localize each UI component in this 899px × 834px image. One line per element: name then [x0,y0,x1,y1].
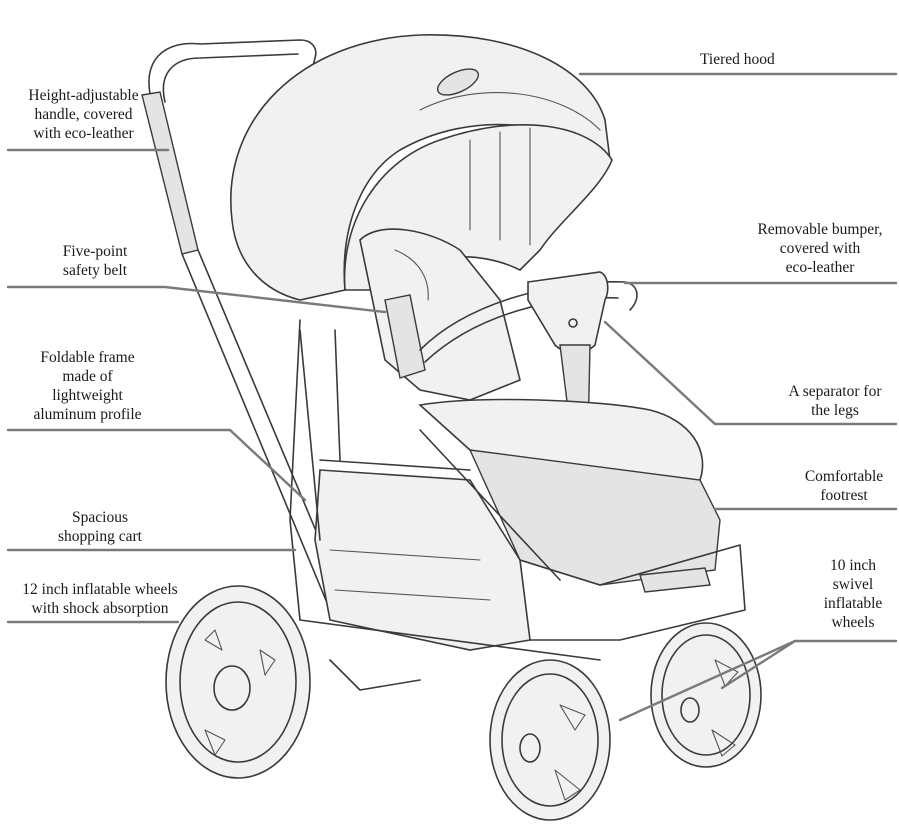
label-line: the legs [770,401,899,420]
label-line: covered with [740,239,899,258]
label-line: 12 inch inflatable wheels [5,580,195,599]
label-bumper: Removable bumper, covered with eco-leath… [740,220,899,277]
label-line: with eco-leather [6,124,161,143]
label-line: footrest [790,486,898,505]
label-line: shopping cart [35,527,165,546]
label-line: safety belt [40,261,150,280]
label-line: handle, covered [6,105,161,124]
label-line: Five-point [40,242,150,261]
label-line: A separator for [770,382,899,401]
label-front-wheels: 10 inch swivel inflatable wheels [808,556,898,632]
label-line: aluminum profile [15,405,160,424]
label-line: Removable bumper, [740,220,899,239]
label-rear-wheels: 12 inch inflatable wheels with shock abs… [5,580,195,618]
label-line: made of [15,367,160,386]
label-line: Foldable frame [15,348,160,367]
label-line: lightweight [15,386,160,405]
label-line: Comfortable [790,467,898,486]
label-handle: Height-adjustable handle, covered with e… [6,86,161,143]
label-leg-separator: A separator for the legs [770,382,899,420]
label-line: eco-leather [740,258,899,277]
label-line: 10 inch [808,556,898,575]
label-line: wheels [808,613,898,632]
label-frame: Foldable frame made of lightweight alumi… [15,348,160,424]
front-wheel-right [651,623,761,767]
label-line: inflatable [808,594,898,613]
label-shopping-cart: Spacious shopping cart [35,508,165,546]
label-line: Spacious [35,508,165,527]
label-tiered-hood: Tiered hood [700,50,775,69]
front-wheel-center [490,660,610,820]
label-footrest: Comfortable footrest [790,467,898,505]
label-line: swivel [808,575,898,594]
label-text: Tiered hood [700,51,775,68]
label-line: with shock absorption [5,599,195,618]
label-safety-belt: Five-point safety belt [40,242,150,280]
label-line: Height-adjustable [6,86,161,105]
